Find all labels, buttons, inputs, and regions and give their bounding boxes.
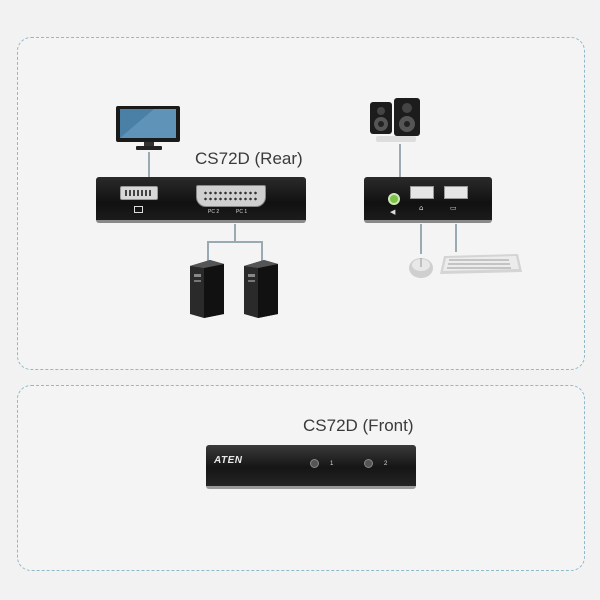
mouse-connector-line (420, 224, 422, 254)
keyboard-port-icon: ▭ (450, 204, 457, 212)
monitor-port-icon (134, 206, 143, 213)
speakers-icon (370, 98, 420, 142)
speaker-port-icon: ◀ (390, 208, 396, 216)
pc-connector-left (207, 241, 209, 261)
pc1-port-label: PC 1 (236, 209, 248, 215)
usb-mouse-port (410, 186, 434, 199)
computer-icon (244, 260, 278, 318)
cs72d-front-unit: ATEN 1 2 (206, 445, 416, 489)
port-1-label: 1 (330, 461, 334, 467)
port-1-button[interactable] (310, 459, 319, 468)
rear-view-title: CS72D (Rear) (195, 149, 303, 168)
pc-connector-split (207, 241, 263, 243)
mouse-port-icon: ⌂ (419, 204, 424, 212)
monitor-icon (116, 106, 180, 150)
cs72d-console-unit: ◀ ⌂ ▭ (364, 177, 492, 223)
pc2-port-label: PC 2 (208, 209, 220, 215)
cs72d-rear-unit: PC 2 PC 1 (96, 177, 306, 223)
port-2-button[interactable] (364, 459, 373, 468)
pc-connector-line (234, 224, 236, 242)
port-2-label: 2 (384, 461, 388, 467)
dvi-port (120, 186, 158, 200)
speaker-connector-line (399, 144, 401, 178)
usb-keyboard-port (444, 186, 468, 199)
keyboard-connector-line (455, 224, 457, 252)
monitor-connector-line (148, 152, 150, 178)
mouse-icon (409, 258, 433, 278)
audio-jack (388, 193, 400, 205)
pc-connector-right (261, 241, 263, 261)
keyboard-icon (440, 254, 522, 274)
aten-logo: ATEN (214, 455, 243, 466)
computer-icon (190, 260, 224, 318)
front-view-title: CS72D (Front) (303, 416, 414, 435)
pc-cable-port (196, 185, 266, 207)
